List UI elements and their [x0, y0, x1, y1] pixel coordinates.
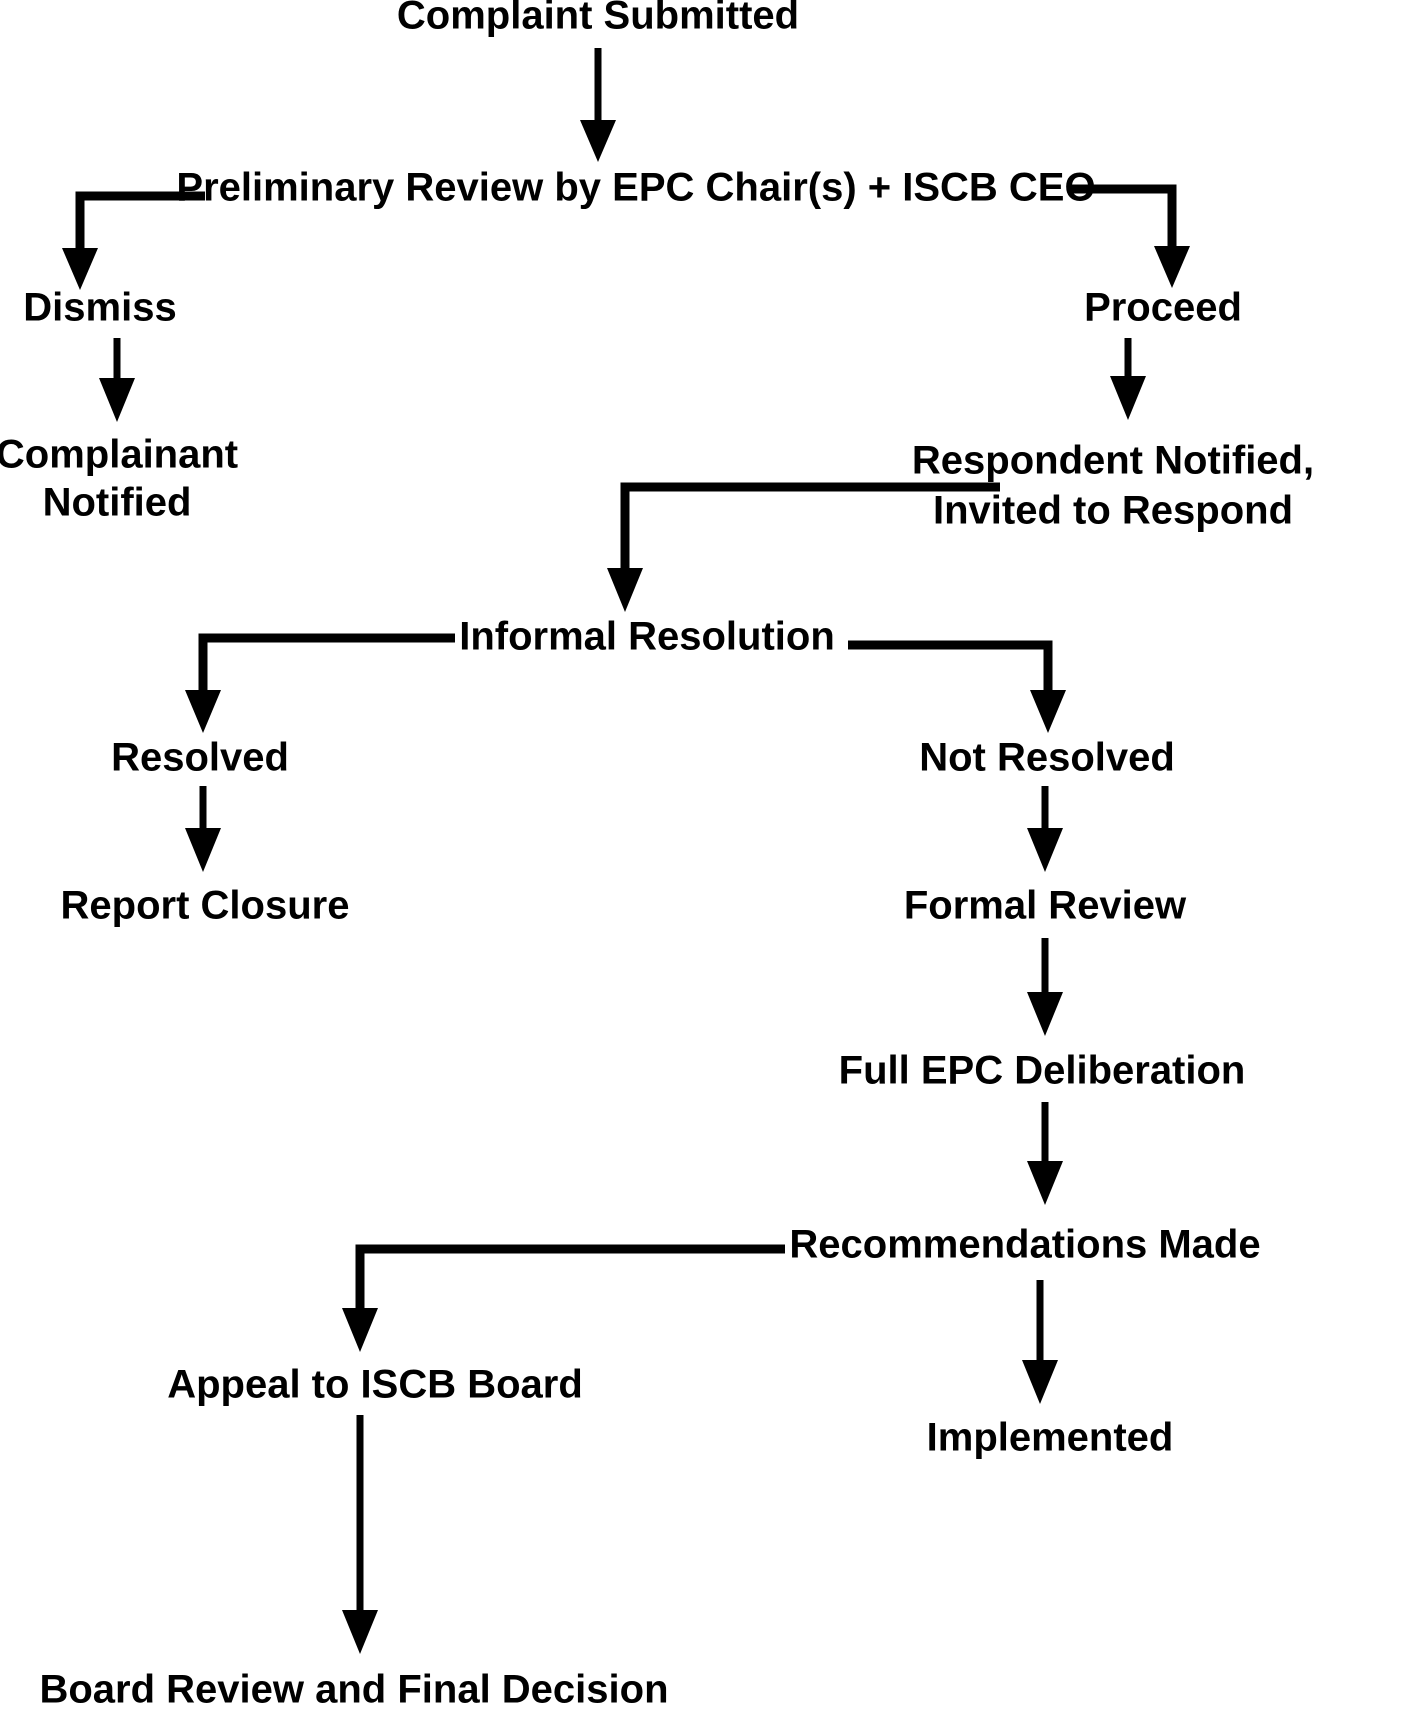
edge-informal-to-resolved [185, 633, 455, 733]
edge-appeal-to-board-review [342, 1415, 378, 1654]
edge-dismiss-to-complainant [99, 338, 135, 422]
edge-proceed-to-respondent [1110, 338, 1146, 420]
node-dismiss: Dismiss [23, 286, 176, 330]
edge-informal-to-not-resolved [848, 640, 1066, 733]
node-respondent-notified-line2: Invited to Respond [933, 489, 1293, 533]
node-respondent-notified-line1: Respondent Notified, [912, 439, 1314, 483]
edge-complaint-to-preliminary [580, 48, 616, 162]
edge-resolved-to-report-closure [185, 786, 221, 872]
edge-recommendations-to-appeal [342, 1244, 785, 1352]
edge-respondent-to-informal [607, 482, 1000, 612]
node-recommendations-made: Recommendations Made [789, 1223, 1260, 1267]
node-report-closure: Report Closure [61, 884, 350, 928]
edge-not-resolved-to-formal-review [1027, 786, 1063, 872]
node-board-review-final-decision: Board Review and Final Decision [39, 1668, 668, 1712]
edge-deliberation-to-recommendations [1027, 1102, 1063, 1205]
node-complainant-notified-line1: Complainant [0, 433, 238, 477]
node-not-resolved: Not Resolved [919, 736, 1175, 780]
node-complainant-notified-line2: Notified [43, 481, 192, 525]
node-resolved: Resolved [111, 736, 289, 780]
node-formal-review: Formal Review [904, 884, 1187, 928]
node-full-epc-deliberation: Full EPC Deliberation [839, 1049, 1246, 1093]
edge-preliminary-to-dismiss [62, 191, 205, 290]
node-implemented: Implemented [927, 1416, 1174, 1460]
node-informal-resolution: Informal Resolution [459, 615, 835, 659]
node-complaint-submitted: Complaint Submitted [397, 0, 799, 38]
edge-preliminary-to-proceed [1070, 184, 1190, 288]
node-appeal-to-iscb-board: Appeal to ISCB Board [167, 1363, 583, 1407]
edge-formal-review-to-deliberation [1027, 938, 1063, 1036]
node-proceed: Proceed [1084, 286, 1242, 330]
edge-recommendations-to-implemented [1022, 1280, 1058, 1404]
node-preliminary-review: Preliminary Review by EPC Chair(s) + ISC… [176, 166, 1095, 210]
